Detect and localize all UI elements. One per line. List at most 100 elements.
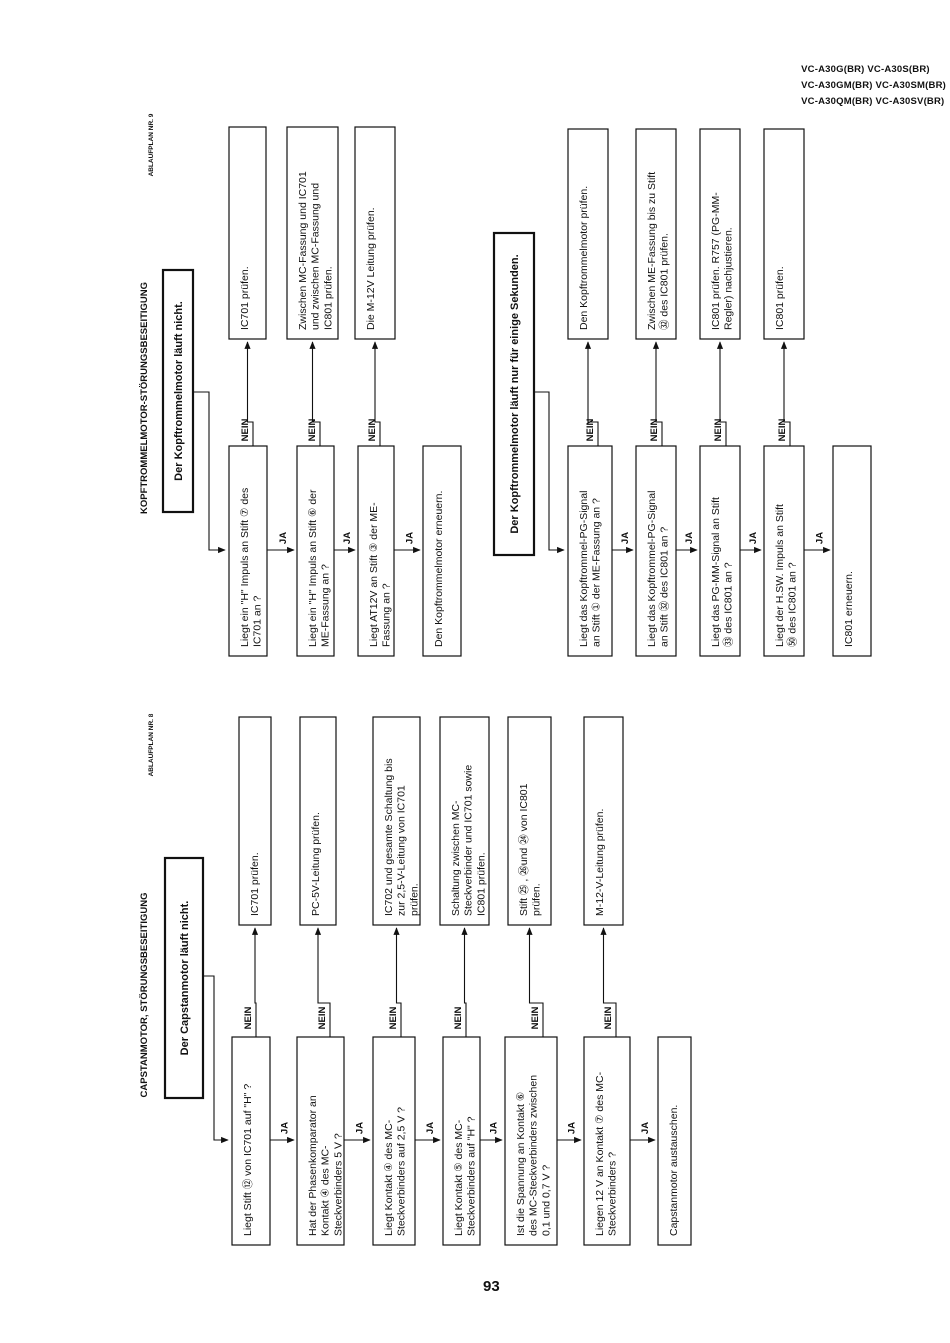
right-question-box-frame bbox=[228, 445, 268, 657]
right-action2-box-line: Den Kopftrommelmotor prüfen. bbox=[578, 186, 590, 330]
right-action2-box: IC801 prüfen. R757 (PG-MM-Regler) nachju… bbox=[699, 128, 741, 340]
model-line: VC-A30GM(BR) VC-A30SM(BR) bbox=[801, 80, 946, 91]
left-end-box: Capstanmotor austauschen. bbox=[657, 1036, 692, 1246]
left-question-box: Liegt Kontakt ⑤ des MC-Steckverbinders a… bbox=[442, 1036, 481, 1246]
left-action-box-line: prüfen. bbox=[531, 883, 543, 916]
left-no-label: NEIN bbox=[453, 1007, 464, 1030]
left-question-box-text: Liegt Kontakt ④ des MC-Steckverbinders a… bbox=[383, 1107, 408, 1236]
right-no2-label: NEIN bbox=[713, 419, 724, 442]
right-yes2-label: JA bbox=[620, 532, 631, 544]
right-action2-box-text: Zwischen ME-Fassung bis zu Stift㉜ des IC… bbox=[646, 172, 671, 330]
left-action-box: IC702 und gesamte Schaltung biszur 2,5-V… bbox=[372, 716, 421, 926]
right-question-box-frame bbox=[296, 445, 335, 657]
left-end-box-line: Capstanmotor austauschen. bbox=[668, 1105, 680, 1236]
left-question-box-frame bbox=[504, 1036, 558, 1246]
left-question-box-line: Steckverbinders auf "H" ? bbox=[466, 1116, 478, 1236]
right-action2-box-text: IC801 prüfen. bbox=[774, 266, 786, 330]
right-no2-arrow bbox=[652, 341, 663, 446]
right-question2-box-line: Liegt das Kopftrommel-PG-Signal bbox=[646, 491, 658, 647]
left-start-box-text: Der Capstanmotor läuft nicht. bbox=[179, 901, 191, 1056]
right-yes2-label: JA bbox=[748, 532, 759, 544]
page-number: 93 bbox=[483, 1278, 500, 1295]
right-action2-box-text: Den Kopftrommelmotor prüfen. bbox=[578, 186, 590, 330]
left-action-box: IC701 prüfen. bbox=[238, 716, 272, 926]
left-no-arrow bbox=[461, 927, 468, 1037]
right-action-box-line: IC701 prüfen. bbox=[239, 266, 251, 330]
right-end-box: Den Kopftrommelmotor erneuern. bbox=[422, 445, 462, 657]
right-action-box-text: Die M-12V Leitung prüfen. bbox=[365, 207, 377, 330]
right-action-box-line: und zwischen MC-Fassung und bbox=[310, 183, 322, 330]
left-question-box: Liegt Kontakt ④ des MC-Steckverbinders a… bbox=[372, 1036, 416, 1246]
right-action-box-frame bbox=[228, 126, 267, 340]
left-action-box-text: Schaltung zwischen MC-Steckverbinder und… bbox=[450, 765, 488, 916]
right-action-box-frame bbox=[354, 126, 396, 340]
right-action2-box-line: Zwischen ME-Fassung bis zu Stift bbox=[646, 172, 658, 330]
left-yes-label: JA bbox=[489, 1122, 500, 1134]
right-question2-box: Liegt der H.SW. Impuls an Stift㊿ des IC8… bbox=[763, 445, 805, 657]
right-question2-box-line: an Stift ㉜ des IC801 an ? bbox=[659, 527, 671, 647]
right-question-box-frame bbox=[357, 445, 395, 657]
left-action-box-line: IC801 prüfen. bbox=[476, 852, 488, 916]
right-question-box-text: Liegt ein "H" Impuls an Stift ⑥ derME-Fa… bbox=[307, 489, 332, 647]
right-no-label: NEIN bbox=[240, 419, 251, 442]
left-question-box-line: Liegt Kontakt ⑤ des MC- bbox=[453, 1119, 465, 1236]
right-action2-box-line: ㉜ des IC801 prüfen. bbox=[659, 233, 671, 330]
left-yes-label: JA bbox=[280, 1122, 291, 1134]
right-start-box-frame bbox=[161, 268, 195, 514]
right-question2-box: Liegt das Kopftrommel-PG-Signalan Stift … bbox=[635, 445, 677, 657]
left-chart-title: CAPSTANMOTOR, STÖRUNGSBESEITIGUNG bbox=[139, 893, 150, 1098]
right-action2-box-frame bbox=[635, 128, 677, 340]
right-no2-arrow bbox=[716, 341, 727, 446]
right-action2-box-line: IC801 prüfen. R757 (PG-MM- bbox=[710, 192, 722, 330]
right-chart-title: KOPFTROMMELMOTOR-STÖRUNGSBESEITIGUNG bbox=[139, 282, 150, 514]
right-action2-box: Den Kopftrommelmotor prüfen. bbox=[567, 128, 609, 340]
left-yes-label: JA bbox=[567, 1122, 578, 1134]
left-action-box-line: IC702 und gesamte Schaltung bis bbox=[383, 758, 395, 916]
left-question-box-text: Hat der Phasenkomparator anKontakt ④ des… bbox=[307, 1095, 345, 1236]
left-action-box-frame bbox=[439, 716, 490, 926]
left-no-label: NEIN bbox=[243, 1007, 254, 1030]
right-action-box-frame bbox=[286, 126, 339, 340]
right-question2-box-text: Liegt das Kopftrommel-PG-Signalan Stift … bbox=[578, 491, 603, 647]
right-action2-box-frame bbox=[763, 128, 805, 340]
left-action-box-text: IC701 prüfen. bbox=[249, 852, 261, 916]
right-question2-box: Liegt das Kopftrommel-PG-Signalan Stift … bbox=[567, 445, 613, 657]
right-question2-box: Liegt das PG-MM-Signal an Stift㉝ des IC8… bbox=[699, 445, 741, 657]
left-question-box: Hat der Phasenkomparator anKontakt ④ des… bbox=[296, 1036, 345, 1246]
left-action-box-frame bbox=[238, 716, 272, 926]
right-question2-box-line: ㊿ des IC801 an ? bbox=[787, 562, 799, 647]
left-question-box-line: 0,1 und 0,7 V ? bbox=[541, 1165, 553, 1236]
right-no-label: NEIN bbox=[307, 419, 318, 442]
model-line: VC-A30G(BR) VC-A30S(BR) bbox=[801, 64, 930, 75]
left-chart-plan: ABLAUFPLAN NR. 8 bbox=[148, 713, 155, 776]
right-question-box: Liegt ein "H" Impuls an Stift ⑥ derME-Fa… bbox=[296, 445, 335, 657]
left-action-box-line: Stift ㉕ , ㉖und ㉔ von IC801 bbox=[518, 783, 530, 916]
left-question-box-line: Hat der Phasenkomparator an bbox=[307, 1095, 319, 1236]
left-question-box-line: Steckverbinders 5 V ? bbox=[333, 1133, 345, 1236]
left-action-box-line: PC-5V-Leitung prüfen. bbox=[310, 812, 322, 916]
left-question-box: Liegt Stift ⑫ von IC701 auf "H" ? bbox=[231, 1036, 271, 1246]
right-action-box: IC701 prüfen. bbox=[228, 126, 267, 340]
left-question-box-frame bbox=[231, 1036, 271, 1246]
right-question-box: Liegt ein "H" Impuls an Stift ⑦ desIC701… bbox=[228, 445, 268, 657]
left-end-box-frame bbox=[657, 1036, 692, 1246]
left-no-arrow bbox=[314, 927, 331, 1037]
right-end2-box-text: IC801 erneuern. bbox=[843, 571, 855, 647]
left-question-box-line: Liegt Kontakt ④ des MC- bbox=[383, 1119, 395, 1236]
right-yes-label: JA bbox=[278, 532, 289, 544]
left-start-box-frame bbox=[163, 856, 205, 1100]
right-action-box-line: Die M-12V Leitung prüfen. bbox=[365, 207, 377, 330]
right-start2-connector bbox=[534, 391, 565, 554]
left-action-box-line: zur 2,5-V-Leitung von IC701 bbox=[396, 785, 408, 916]
left-start-connector bbox=[203, 975, 229, 1144]
right-question2-box-text: Liegt das Kopftrommel-PG-Signalan Stift … bbox=[646, 491, 671, 647]
left-question-box-frame bbox=[583, 1036, 631, 1246]
right-question2-box-text: Liegt das PG-MM-Signal an Stift㉝ des IC8… bbox=[710, 497, 735, 647]
left-no-arrow bbox=[393, 927, 402, 1037]
right-no-arrow bbox=[244, 341, 254, 446]
right-question-box-text: Liegt AT12V an Stift ③ der ME-Fassung an… bbox=[368, 502, 393, 647]
right-start2-box-frame bbox=[492, 231, 536, 557]
right-end2-box: IC801 erneuern. bbox=[832, 445, 872, 657]
left-no-label: NEIN bbox=[388, 1007, 399, 1030]
left-action-box-line: M-12-V-Leitung prüfen. bbox=[594, 809, 606, 916]
